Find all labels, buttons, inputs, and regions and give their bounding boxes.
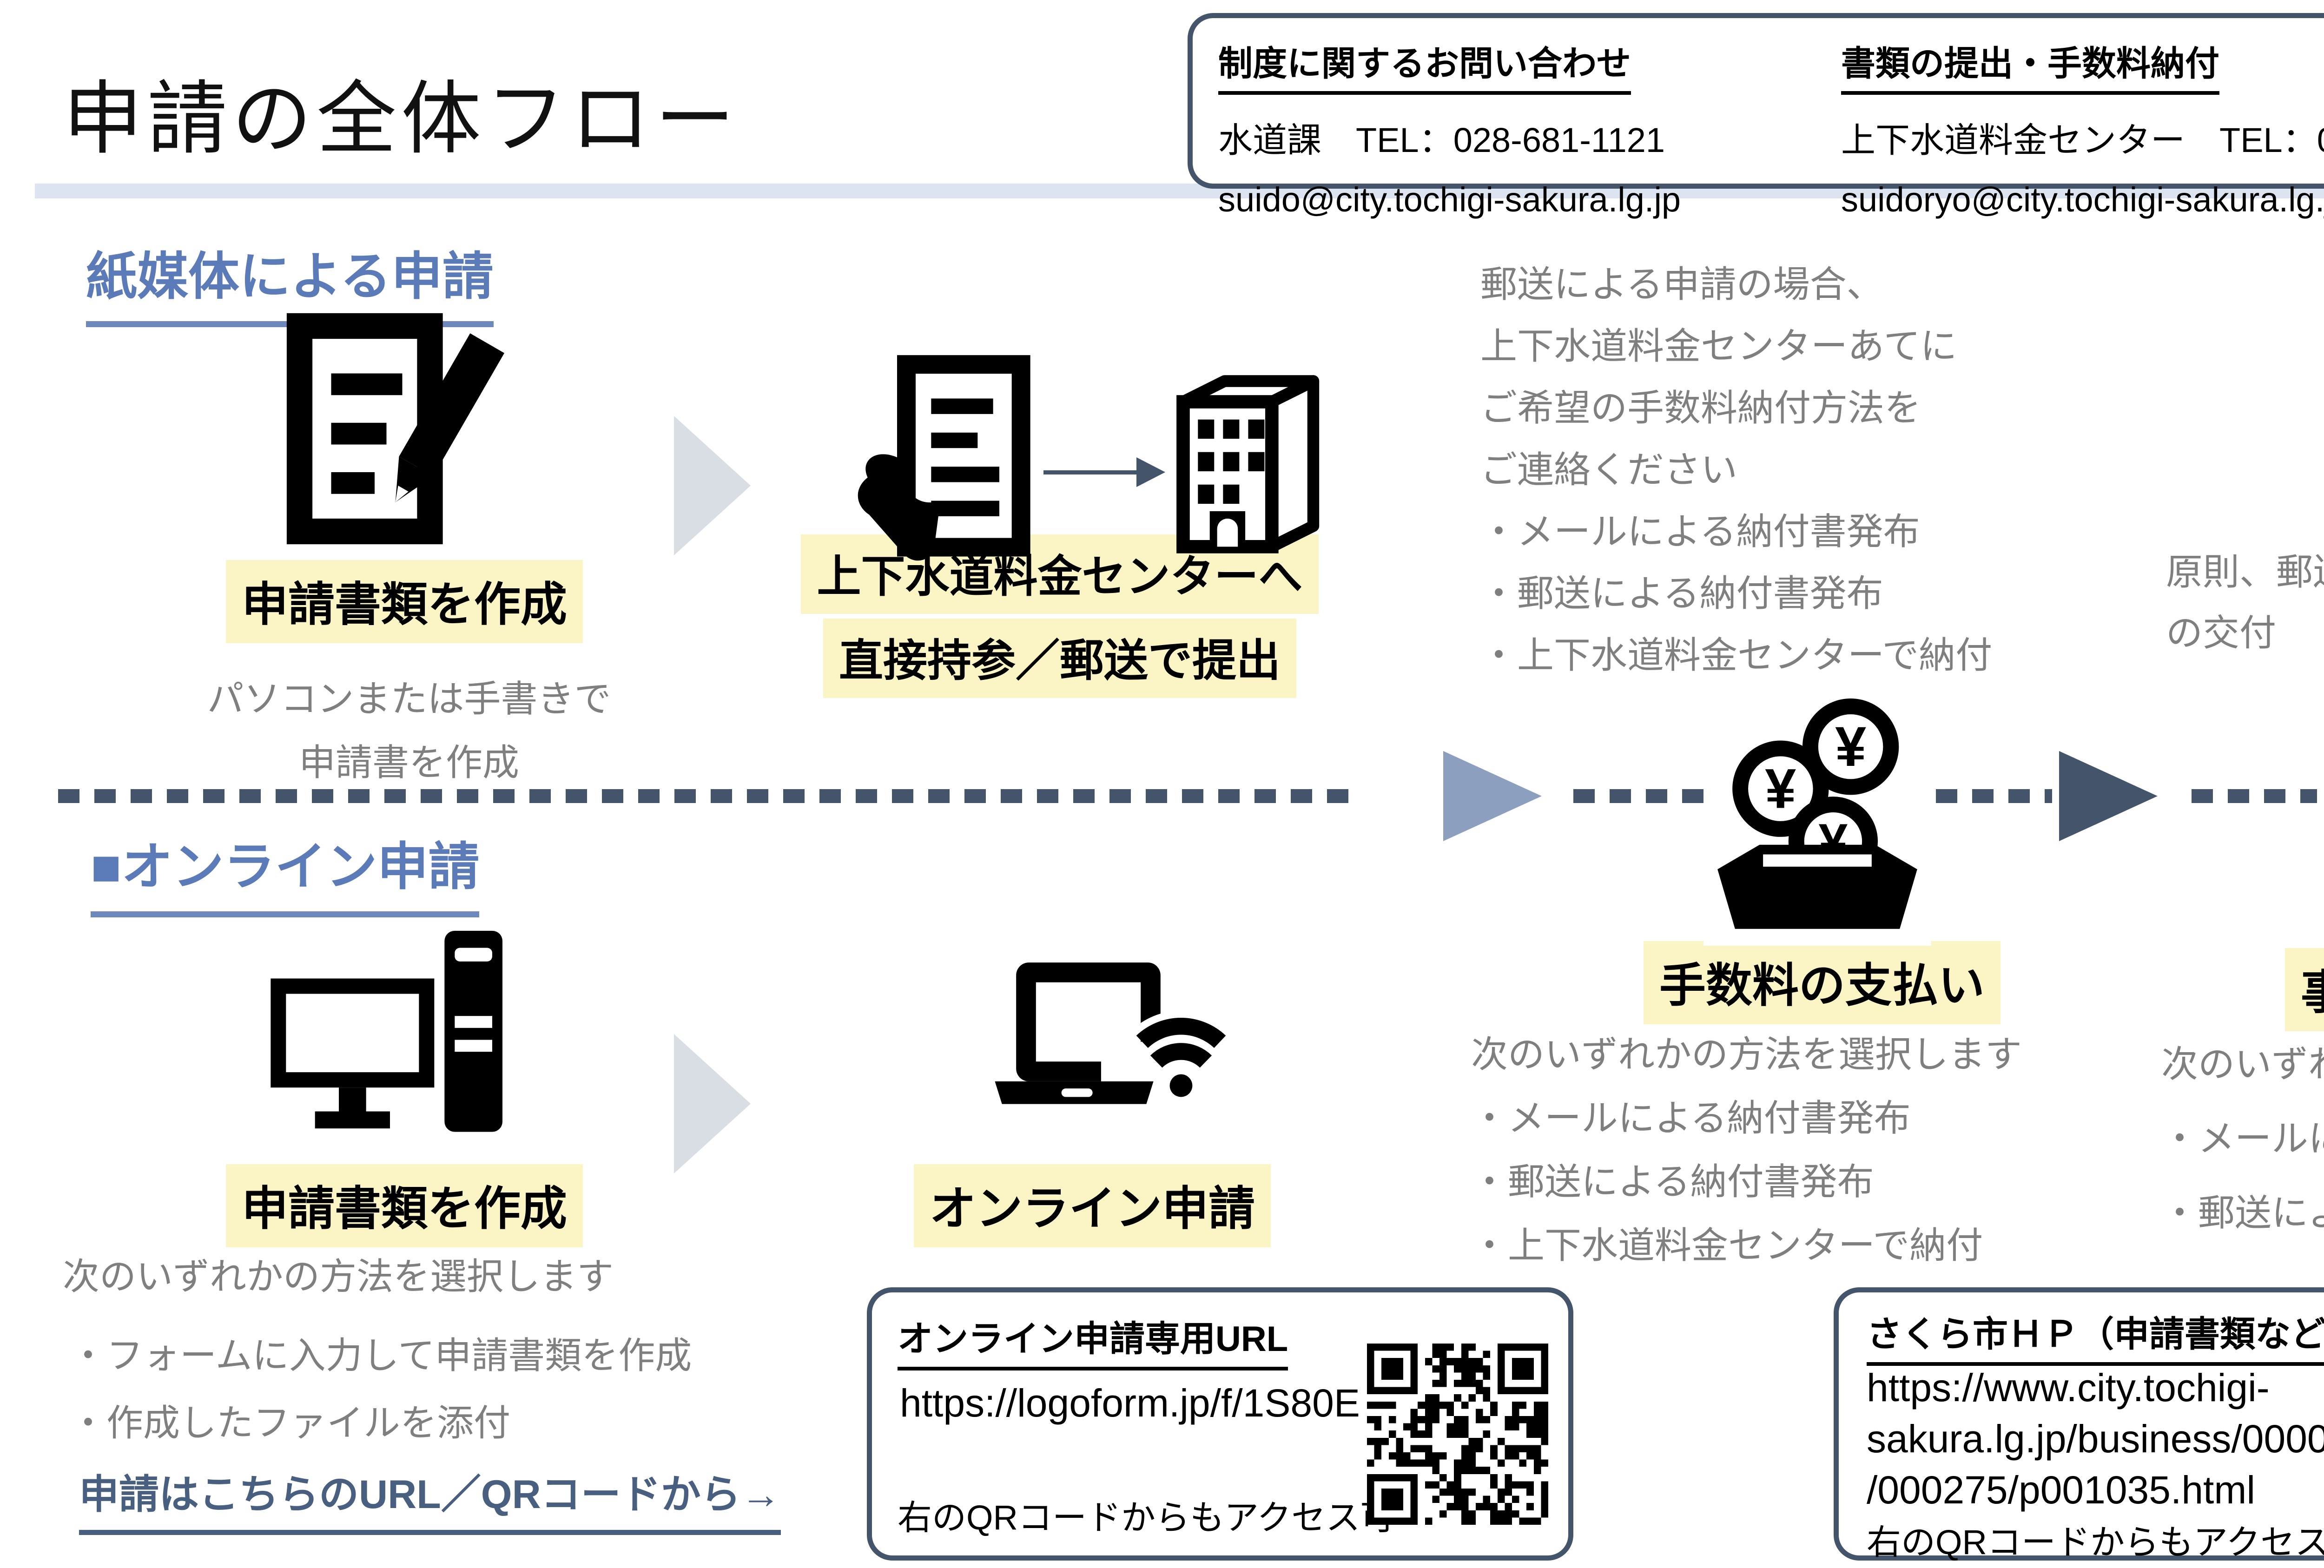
contact-submission-tel: 上下水道料金センター TEL：028-681-1216 xyxy=(1841,121,2324,159)
payment-option: ・郵送による納付書発布 xyxy=(1471,1161,1874,1202)
flow-arrow-icon xyxy=(674,1034,751,1173)
online-create-option: ・作成したファイルを添付 xyxy=(70,1402,510,1443)
payment-label: 手数料の支払い xyxy=(1644,941,2000,1024)
desktop-computer-icon xyxy=(267,927,523,1153)
city-hp-url-link[interactable]: https://www.city.tochigi- sakura.lg.jp/b… xyxy=(1867,1362,2324,1515)
contact-system-tel: 水道課 TEL：028-681-1121 xyxy=(1218,121,1665,159)
online-create-note: 次のいずれかの方法を選択します xyxy=(63,1256,614,1297)
online-create-label: 申請書類を作成 xyxy=(226,1164,583,1247)
certificate-icon xyxy=(2317,681,2324,948)
payment-option: ・メールによる納付書発布 xyxy=(1471,1097,1911,1139)
payment-options: 次のいずれかの方法を選択します ・メールによる納付書発布 ・郵送による納付書発布… xyxy=(1471,1022,2022,1277)
online-submit-label: オンライン申請 xyxy=(914,1164,1271,1247)
mail-note-line: ご希望の手数料納付方法を xyxy=(1480,387,1921,428)
contact-col-submission: 書類の提出・手数料納付 上下水道料金センター TEL：028-681-1216 … xyxy=(1841,36,2324,219)
city-hp-heading: さくら市ＨＰ（申請書類など） xyxy=(1867,1305,2324,1366)
building-icon xyxy=(1171,300,1334,625)
to-building-arrow-line xyxy=(1043,470,1139,474)
mail-note-line: ご連絡ください xyxy=(1480,449,1737,490)
page-title: 申請の全体フロー xyxy=(63,74,739,164)
online-section-heading: ■オンライン申請 xyxy=(91,825,480,917)
to-building-arrow-head xyxy=(1136,457,1165,487)
flow-dashed-line xyxy=(58,789,1360,803)
contact-submission-heading: 書類の提出・手数料納付 xyxy=(1841,36,2219,95)
flow-dashed-line xyxy=(2192,789,2324,803)
paper-submit-label-wrap: 上下水道料金センターへ 直接持参／郵送で提出 xyxy=(762,534,1357,698)
flow-arrow-to-payment-icon xyxy=(1443,751,1542,841)
certificate-issue-note-line2: の交付 xyxy=(2166,612,2276,653)
online-link-note: 申請はこちらのURL／QRコードから→ xyxy=(79,1462,781,1535)
certificate-options: 次のいずれかの方法により交付 ・メールによる事業者証の交付 ・郵送による事業者証… xyxy=(2161,1027,2324,1250)
online-url-link[interactable]: https://logoform.jp/f/1S80E xyxy=(900,1381,1360,1425)
paper-create-note-line1: パソコンまたは手書きで xyxy=(207,678,611,719)
certificate-label-wrap: 事業者証の交付 xyxy=(2212,948,2324,1031)
online-create-option: ・フォームに入力して申請書類を作成 xyxy=(70,1335,692,1376)
certificate-label: 事業者証の交付 xyxy=(2285,948,2324,1031)
online-create-label-wrap: 申請書類を作成 xyxy=(186,1164,623,1247)
payment-note: 次のいずれかの方法を選択します xyxy=(1471,1034,2022,1075)
contact-submission-email: suidoryo@city.tochigi-sakura.lg.jp xyxy=(1841,180,2324,219)
paper-submit-label-line2: 直接持参／郵送で提出 xyxy=(823,619,1296,698)
hand-document-icon xyxy=(851,330,1037,597)
online-url-heading-wrap: オンライン申請専用URL xyxy=(898,1310,1288,1370)
paper-create-label-wrap: 申請書類を作成 xyxy=(186,560,623,643)
online-qr-code xyxy=(1367,1344,1548,1525)
flow-arrow-icon xyxy=(674,416,751,555)
city-hp-url-box: さくら市ＨＰ（申請書類など） https://www.city.tochigi-… xyxy=(1834,1287,2324,1561)
mail-note-line: ・メールによる納付書発布 xyxy=(1480,511,1920,552)
online-link-note-wrap: 申請はこちらのURL／QRコードから→ xyxy=(79,1462,781,1535)
mail-note-line: ・上下水道料金センターで納付 xyxy=(1480,634,1993,676)
paper-submit-label-line1: 上下水道料金センターへ xyxy=(801,534,1319,614)
city-hp-heading-wrap: さくら市ＨＰ（申請書類など） xyxy=(1867,1305,2324,1366)
contact-box: 制度に関するお問い合わせ 水道課 TEL：028-681-1121 suido@… xyxy=(1188,13,2324,219)
city-hp-url-note: 右のQRコードからもアクセス可 xyxy=(1867,1523,2324,1561)
payment-label-wrap: 手数料の支払い xyxy=(1571,941,2073,1024)
city-hp-url-line[interactable]: https://www.city.tochigi- xyxy=(1867,1366,2270,1410)
payment-coins-icon: ¥ ¥ ¥ xyxy=(1703,695,1931,946)
paper-create-note-line2: 申請書を作成 xyxy=(299,742,519,783)
online-url-note: 右のQRコードからもアクセス可 xyxy=(898,1498,1395,1537)
mail-note-line: ・郵送による納付書発布 xyxy=(1480,573,1883,614)
online-url-box: オンライン申請専用URL https://logoform.jp/f/1S80E… xyxy=(867,1287,1573,1561)
mail-note-line: 郵送による申請の場合、 xyxy=(1480,264,1883,305)
write-document-icon xyxy=(272,309,509,548)
online-url-heading: オンライン申請専用URL xyxy=(898,1310,1288,1370)
paper-create-note: パソコンまたは手書きで 申請書を作成 xyxy=(139,667,679,794)
mail-note-line: 上下水道料金センターあてに xyxy=(1480,325,1957,367)
contact-system-heading: 制度に関するお問い合わせ xyxy=(1218,36,1631,95)
certificate-issue-note-line1: 原則、郵送による事業者証 xyxy=(2166,551,2324,593)
online-submit-label-wrap: オンライン申請 xyxy=(846,1164,1339,1247)
paper-create-label: 申請書類を作成 xyxy=(226,560,583,643)
city-hp-url-line[interactable]: /000275/p001035.html xyxy=(1867,1468,2256,1512)
laptop-wifi-icon xyxy=(930,960,1278,1115)
contact-col-system: 制度に関するお問い合わせ 水道課 TEL：028-681-1121 suido@… xyxy=(1218,36,1681,219)
yen-symbol: ¥ xyxy=(1765,758,1796,820)
certificate-issue-note: 原則、郵送による事業者証 の交付 xyxy=(2166,541,2324,663)
contact-system-email: suido@city.tochigi-sakura.lg.jp xyxy=(1218,180,1681,219)
yen-symbol: ¥ xyxy=(1835,715,1866,778)
city-hp-url-line[interactable]: sakura.lg.jp/business/000047 xyxy=(1867,1417,2324,1461)
certificate-option: ・メールによる事業者証の交付 xyxy=(2161,1118,2324,1159)
certificate-option: ・郵送による事業者証の交付 xyxy=(2161,1192,2324,1233)
mail-application-note: 郵送による申請の場合、 上下水道料金センターあてに ご希望の手数料納付方法を ご… xyxy=(1480,253,1992,686)
online-heading-text: ■オンライン申請 xyxy=(91,825,480,917)
flow-arrow-to-certificate-icon xyxy=(2059,751,2158,841)
payment-option: ・上下水道料金センターで納付 xyxy=(1471,1225,1983,1266)
certificate-note: 次のいずれかの方法により交付 xyxy=(2161,1043,2324,1085)
